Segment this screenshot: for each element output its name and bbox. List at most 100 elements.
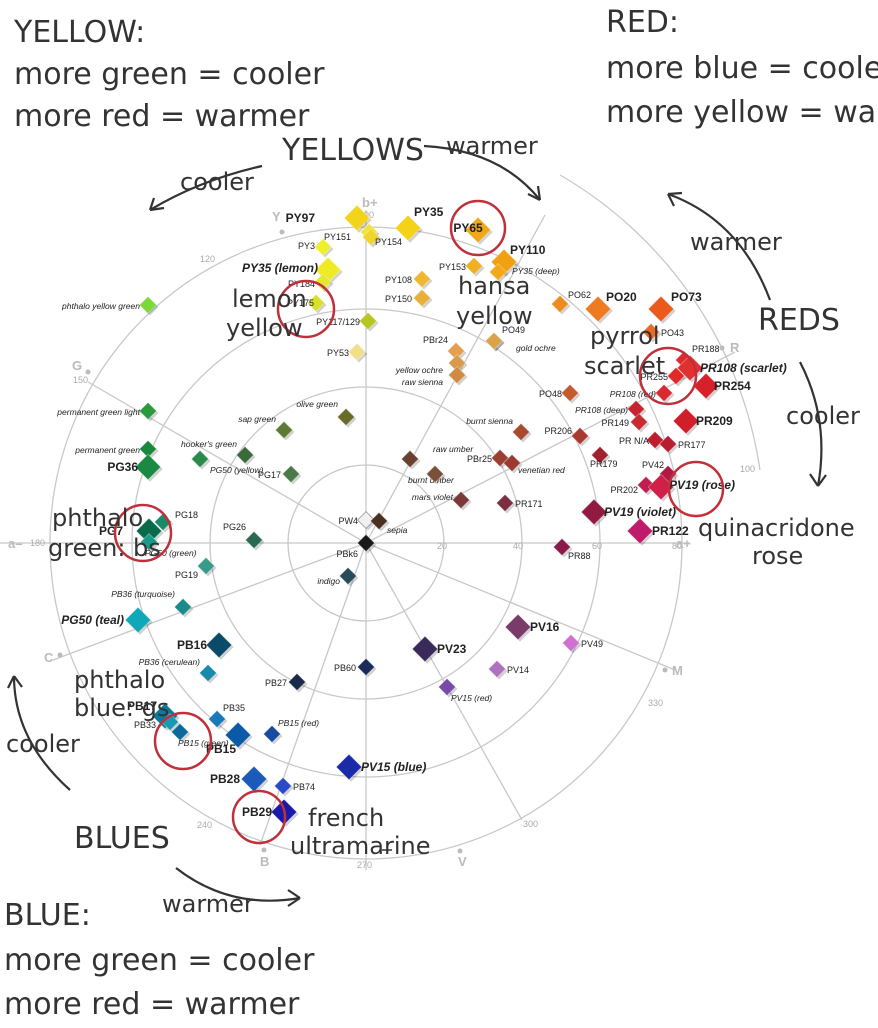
pigment-label-raw-umber: raw umber [433, 444, 474, 454]
pigment-label-phthalo-yellow-green: phthalo yellow green [61, 301, 140, 311]
pigment-label-py150: PY150 [385, 294, 412, 304]
pigment-label-pg26: PG26 [223, 522, 246, 532]
pigment-label-py97: PY97 [286, 211, 316, 225]
axis-label-r: R [730, 340, 740, 355]
axis-label-g: G [72, 358, 82, 373]
grid [0, 174, 761, 870]
callout-phthalo-blue-2: blue: gs [74, 694, 169, 722]
pigment-marker-pb36-turquoise [173, 597, 193, 617]
pigment-label-pr108-scarlet: PR108 (scarlet) [700, 361, 787, 375]
pigment-marker-mars-violet [451, 490, 471, 510]
axis-label-v: V [458, 854, 467, 869]
pigment-marker-hooker-s-green [235, 445, 255, 465]
pigment-marker-yellow-ochre [447, 353, 467, 373]
pigment-label-pr-n-a: PR N/A [619, 436, 649, 446]
axis-label-a-minus: a– [8, 536, 22, 551]
pigment-marker-py117-129 [358, 311, 378, 331]
arrow-label-yellow-warmer: warmer [446, 132, 538, 160]
pigment-label-pg7: PG7 [99, 524, 123, 538]
pigment-marker-py35-deep [488, 262, 508, 282]
pigment-label-pg50-green: PG50 (green) [145, 548, 197, 558]
callout-phthalo-green-2: green: bs [48, 534, 161, 562]
callout-hansa: hansa [458, 272, 530, 300]
pigment-label-pv23: PV23 [437, 642, 467, 656]
pigment-label-sepia: sepia [387, 525, 408, 535]
dot-r [719, 345, 725, 351]
pigment-marker-pr206 [570, 426, 590, 446]
pigment-label-olive-green: olive green [296, 399, 338, 409]
pigment-marker-pbk6 [356, 533, 376, 553]
pigment-label-pv19-violet: PV19 (violet) [604, 505, 676, 519]
pigment-marker-py53 [347, 342, 367, 362]
pigment-marker-pv19-violet [580, 498, 608, 526]
pigment-marker-indigo [338, 566, 358, 586]
deg-label-240: 240 [197, 820, 212, 830]
pigment-label-pv15-red: PV15 (red) [451, 693, 492, 703]
pigment-label-burnt-sienna: burnt sienna [466, 416, 513, 426]
pigment-marker-pbr25 [490, 448, 510, 468]
axis-label-b-plus: b+ [362, 195, 378, 210]
spoke-340 [365, 542, 676, 671]
pigment-marker-pg26 [244, 530, 264, 550]
pigment-label-pg50-yellow: PG50 (yellow) [210, 465, 264, 475]
pigment-marker-pg50-yellow [190, 449, 210, 469]
pigment-marker-pr202 [636, 475, 656, 495]
pigment-label-pv16: PV16 [530, 620, 560, 634]
arrow-red-cooler-head [809, 473, 827, 487]
pigment-label-pb15-red: PB15 (red) [278, 718, 319, 728]
pigment-marker-pr108-red [654, 383, 674, 403]
pigment-marker-pv14 [487, 659, 507, 679]
pigment-marker-permanent-green-light [138, 401, 158, 421]
curved-arrows [7, 144, 827, 907]
dot-g [85, 369, 91, 375]
deg-label-120: 120 [200, 254, 215, 264]
pigment-label-py184: PY184 [288, 279, 315, 289]
highlight-pr255 [638, 346, 698, 406]
pigment-label-py154: PY154 [375, 237, 402, 247]
pigment-label-gold-ochre: gold ochre [516, 343, 556, 353]
pigment-label-pb36-turquoise: PB36 (turquoise) [111, 589, 175, 599]
pigment-label-pb15-green: PB15 (green) [178, 738, 229, 748]
pigment-label-yellow-ochre: yellow ochre [395, 365, 444, 375]
pigment-label-pv19-rose: PV19 (rose) [669, 478, 735, 492]
pigment-label-pb74: PB74 [293, 782, 315, 792]
pigment-marker-pv19-rose [647, 473, 675, 501]
pigment-label-burnt-umber: burnt umber [408, 475, 455, 485]
axis-label-a-plus: a+ [676, 536, 691, 551]
pigment-label-pbr24: PBr24 [423, 335, 448, 345]
pigment-marker-pb36-cerulean [198, 663, 218, 683]
axis-letters: b+ a+ a– Y R G C M B V [8, 195, 740, 869]
pigment-marker-pb15-green [170, 722, 190, 742]
pigment-marker-pr122 [626, 517, 654, 545]
pigment-marker-pr254 [692, 372, 720, 400]
pigment-marker-venetian-red [502, 453, 522, 473]
spoke-150 [87, 381, 367, 544]
note-yellow-title: YELLOW: [13, 15, 145, 50]
pigment-marker-po43 [641, 322, 661, 342]
pigment-label-pbk6: PBk6 [336, 549, 358, 559]
pigment-label-po20: PO20 [606, 290, 637, 304]
arrow-yellow-warmer [423, 144, 541, 201]
pigment-marker-pb15 [224, 721, 252, 749]
pigment-label-venetian-red: venetian red [518, 465, 565, 475]
pigment-marker-pr149 [629, 412, 649, 432]
callout-pyrrol-2: scarlet [584, 352, 665, 380]
arrow-yellow-warmer-head [527, 185, 542, 201]
note-blue-title: BLUE: [4, 898, 91, 933]
arrow-red-warmer-head [667, 191, 683, 207]
highlight-pv19-rose [667, 460, 725, 518]
pigment-label-pb33: PB33 [134, 720, 156, 730]
callout-phthalo-blue: phthalo [74, 666, 165, 694]
pigment-label-pb29: PB29 [242, 805, 272, 819]
spoke-200 [52, 542, 367, 661]
pigment-marker-raw-sienna [447, 365, 467, 385]
pigment-label-pr88: PR88 [568, 551, 591, 561]
pigment-label-raw-sienna: raw sienna [402, 377, 443, 387]
note-red-line-2: more yellow = warmer [606, 95, 878, 130]
spoke-30 [365, 351, 736, 544]
highlight-pb15-green [153, 711, 213, 771]
pigment-label-pr206: PR206 [544, 426, 572, 436]
scale-labels: 20 40 60 80 100 90 120 150 180 240 270 3… [30, 210, 755, 870]
